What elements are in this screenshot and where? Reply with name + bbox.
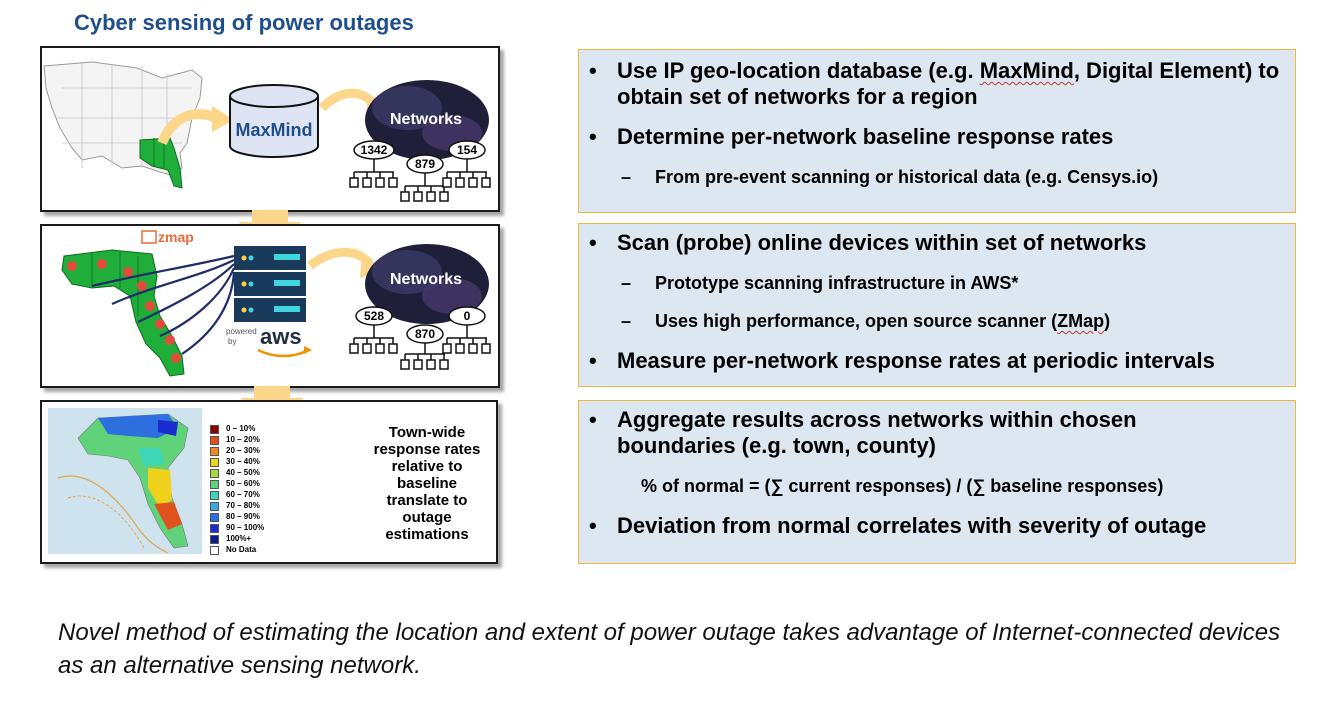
database-label: MaxMind — [235, 120, 312, 140]
bullet-glyph: • — [589, 230, 597, 255]
bullet-item: • Use IP geo-location database (e.g. Max… — [589, 58, 1289, 110]
bullet-text: Aggregate results across networks within… — [617, 407, 1137, 458]
legend-swatch — [210, 425, 219, 434]
bullet-item: • Determine per-network baseline respons… — [589, 124, 1289, 150]
legend-label: No Data — [226, 545, 257, 554]
network-count: 154 — [457, 143, 477, 157]
zmap-logo-text: zmap — [158, 229, 194, 245]
network-count: 879 — [415, 157, 435, 171]
database-icon — [229, 84, 319, 158]
bullet-glyph: • — [589, 124, 597, 149]
sub-text: Uses high performance, open source scann… — [655, 311, 1058, 331]
legend-swatch — [210, 458, 219, 467]
bullet-text: Deviation from normal correlates with se… — [617, 513, 1207, 538]
zmap-link: ZMap — [1057, 311, 1105, 331]
legend-swatch — [210, 524, 219, 533]
powered-by-text: powered — [226, 327, 257, 336]
legend-swatch — [210, 480, 219, 489]
bullet-text: Use IP geo-location database (e.g. — [617, 58, 980, 83]
sub-text: Prototype scanning infrastructure in AWS… — [655, 273, 1019, 293]
scan-lines — [91, 254, 236, 355]
bullet-glyph: • — [589, 407, 597, 432]
panel-network-discovery: MaxMind Networks 1342 879 154 — [40, 46, 500, 212]
network-count: 528 — [364, 309, 384, 323]
network-cloud-icon — [365, 244, 489, 324]
legend-label: 40 – 50% — [226, 468, 260, 477]
infobox-aggregation: • Aggregate results across networks with… — [578, 400, 1296, 564]
page-title: Cyber sensing of power outages — [74, 10, 414, 35]
legend-label: 50 – 60% — [226, 479, 260, 488]
outage-heatmap — [48, 408, 202, 554]
sub-item: – Prototype scanning infrastructure in A… — [621, 272, 1291, 294]
bullet-item: • Measure per-network response rates at … — [589, 348, 1289, 374]
host-tree-icon — [349, 159, 491, 202]
legend-swatch — [210, 535, 219, 544]
sub-text: ) — [1104, 311, 1111, 331]
network-count: 1342 — [361, 143, 388, 157]
bullet-glyph: • — [589, 58, 597, 83]
network-cloud-icon — [365, 80, 489, 160]
legend-swatch — [210, 502, 219, 511]
infobox-baseline: • Use IP geo-location database (e.g. Max… — [578, 49, 1296, 213]
bullet-text: , Digital Element) to obtain set of netw… — [617, 58, 1280, 109]
legend-label: 80 – 90% — [226, 512, 260, 521]
legend-label: 60 – 70% — [226, 490, 260, 499]
legend-label: 70 – 80% — [226, 501, 260, 510]
legend-swatch — [210, 469, 219, 478]
bullet-item: • Scan (probe) online devices within set… — [589, 230, 1289, 256]
outage-description: Town-wide response rates relative to bas… — [373, 424, 481, 543]
bullet-glyph: • — [589, 348, 597, 373]
sub-text: From pre-event scanning or historical da… — [655, 167, 1159, 187]
footer-caption: Novel method of estimating the location … — [58, 619, 1281, 679]
networks-label: Networks — [390, 271, 462, 288]
legend-swatch — [210, 513, 219, 522]
legend-label: 90 – 100% — [226, 523, 265, 532]
panel-outage-estimation: 0 – 10% 10 – 20% 20 – 30% 30 – 40% 40 – 50% 5… — [40, 400, 498, 564]
sub-item: – Uses high performance, open source sca… — [621, 310, 1291, 332]
bullet-text: Scan (probe) online devices within set o… — [617, 230, 1147, 255]
heatmap-legend: 0 – 10% 10 – 20% 20 – 30% 30 – 40% 40 – 50% 5… — [210, 424, 280, 564]
infobox-scanning: • Scan (probe) online devices within set… — [578, 223, 1296, 387]
dash-glyph: – — [621, 167, 632, 187]
legend-label: 10 – 20% — [226, 435, 260, 444]
networks-label: Networks — [390, 111, 462, 128]
legend-swatch — [210, 546, 219, 555]
legend-label: 100%+ — [226, 534, 252, 543]
panel-scanning: zmap powered by aws — [40, 224, 500, 388]
panel2-graphic: zmap powered by aws — [61, 229, 491, 377]
network-count: 870 — [415, 327, 435, 341]
bullet-text: Measure per-network response rates at pe… — [617, 348, 1215, 373]
aws-logo-icon: powered by aws — [226, 324, 312, 358]
bullet-glyph: • — [589, 513, 597, 538]
zmap-logo-icon: zmap — [141, 229, 194, 245]
bullet-item: • Aggregate results across networks with… — [589, 407, 1229, 459]
sub-item: – From pre-event scanning or historical … — [621, 166, 1291, 188]
host-tree-icon — [349, 325, 491, 370]
legend-label: 30 – 40% — [226, 457, 260, 466]
legend-swatch — [210, 436, 219, 445]
bullet-text: Determine per-network baseline response … — [617, 124, 1114, 149]
aws-logo-text: aws — [260, 324, 302, 349]
dash-glyph: – — [621, 311, 632, 331]
legend-swatch — [210, 447, 219, 456]
florida-map-icon — [61, 249, 185, 377]
dash-glyph: – — [621, 273, 632, 293]
legend-label: 20 – 30% — [226, 446, 260, 455]
server-rack-icon — [234, 246, 306, 322]
bullet-item: • Deviation from normal correlates with … — [589, 513, 1289, 539]
network-count: 0 — [464, 309, 471, 323]
formula-text: % of normal = (∑ current responses) / (∑… — [641, 476, 1164, 496]
panel1-graphic: MaxMind Networks 1342 879 154 — [43, 61, 491, 202]
legend-label: 0 – 10% — [226, 424, 256, 433]
us-map-icon — [43, 61, 203, 189]
legend-swatch — [210, 491, 219, 500]
maxmind-link: MaxMind — [979, 58, 1074, 83]
powered-by-by: by — [228, 337, 236, 346]
